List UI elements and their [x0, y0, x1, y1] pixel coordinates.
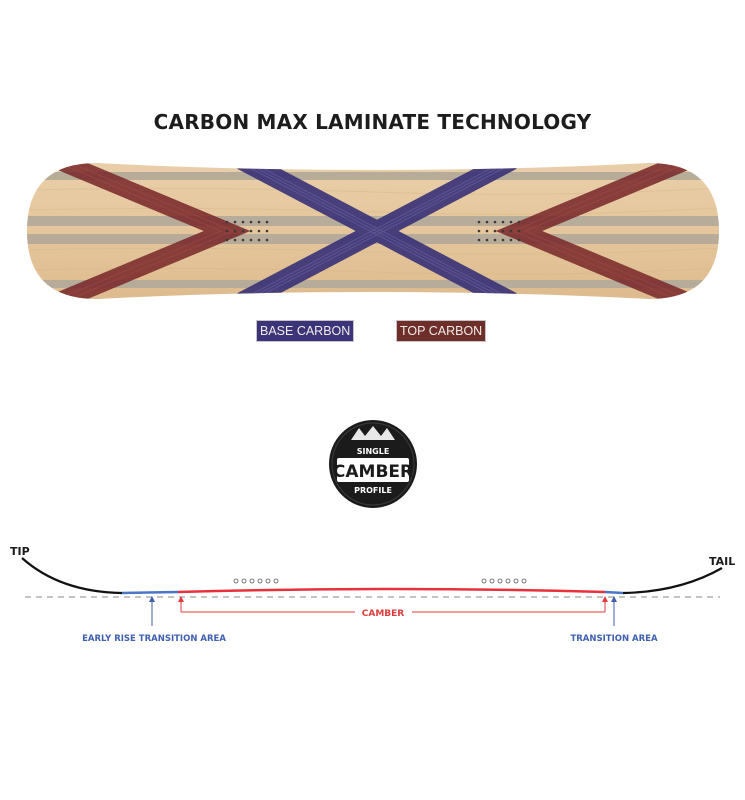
- tail-label: TAIL: [709, 555, 735, 568]
- tip-label: TIP: [10, 545, 30, 558]
- single-camber-badge: SINGLE CAMBER PROFILE: [327, 418, 419, 510]
- camber-label: CAMBER: [362, 609, 405, 619]
- snowboard-svg: [27, 163, 719, 299]
- transition-label: TRANSITION AREA: [570, 634, 658, 644]
- camber-line: [177, 587, 606, 594]
- badge-main-text: CAMBER: [333, 462, 413, 482]
- profile-svg: TIP TAIL CAMBER EARLY RISE TRANSITION AR…: [10, 545, 735, 644]
- tip-curve: [21, 557, 123, 595]
- badge-bottom-text: PROFILE: [354, 486, 392, 495]
- camber-profile-diagram: TIP TAIL CAMBER EARLY RISE TRANSITION AR…: [0, 530, 745, 660]
- badge-svg: SINGLE CAMBER PROFILE: [329, 420, 417, 508]
- base-carbon-lines: [234, 163, 520, 299]
- legend-base-carbon: BASE CARBON: [256, 320, 355, 342]
- legend-top-carbon: TOP CARBON: [396, 320, 487, 342]
- top-carbon-lines: [50, 163, 696, 299]
- badge-rim: [331, 422, 415, 506]
- camber-bracket: [178, 596, 608, 613]
- early-rise-segment: [121, 590, 179, 595]
- transition-segment: [604, 590, 624, 595]
- badge-top-text: SINGLE: [357, 447, 390, 456]
- page-title: CARBON MAX LAMINATE TECHNOLOGY: [153, 110, 592, 134]
- transition-pointers: [149, 596, 617, 626]
- snowboard-illustration: [27, 160, 719, 302]
- early-rise-label: EARLY RISE TRANSITION AREA: [82, 634, 226, 644]
- tail-curve: [622, 567, 723, 595]
- profile-inserts: [233, 578, 527, 584]
- badge-banner: [337, 458, 409, 482]
- binding-inserts: [225, 220, 521, 242]
- mountain-icon: [351, 426, 395, 440]
